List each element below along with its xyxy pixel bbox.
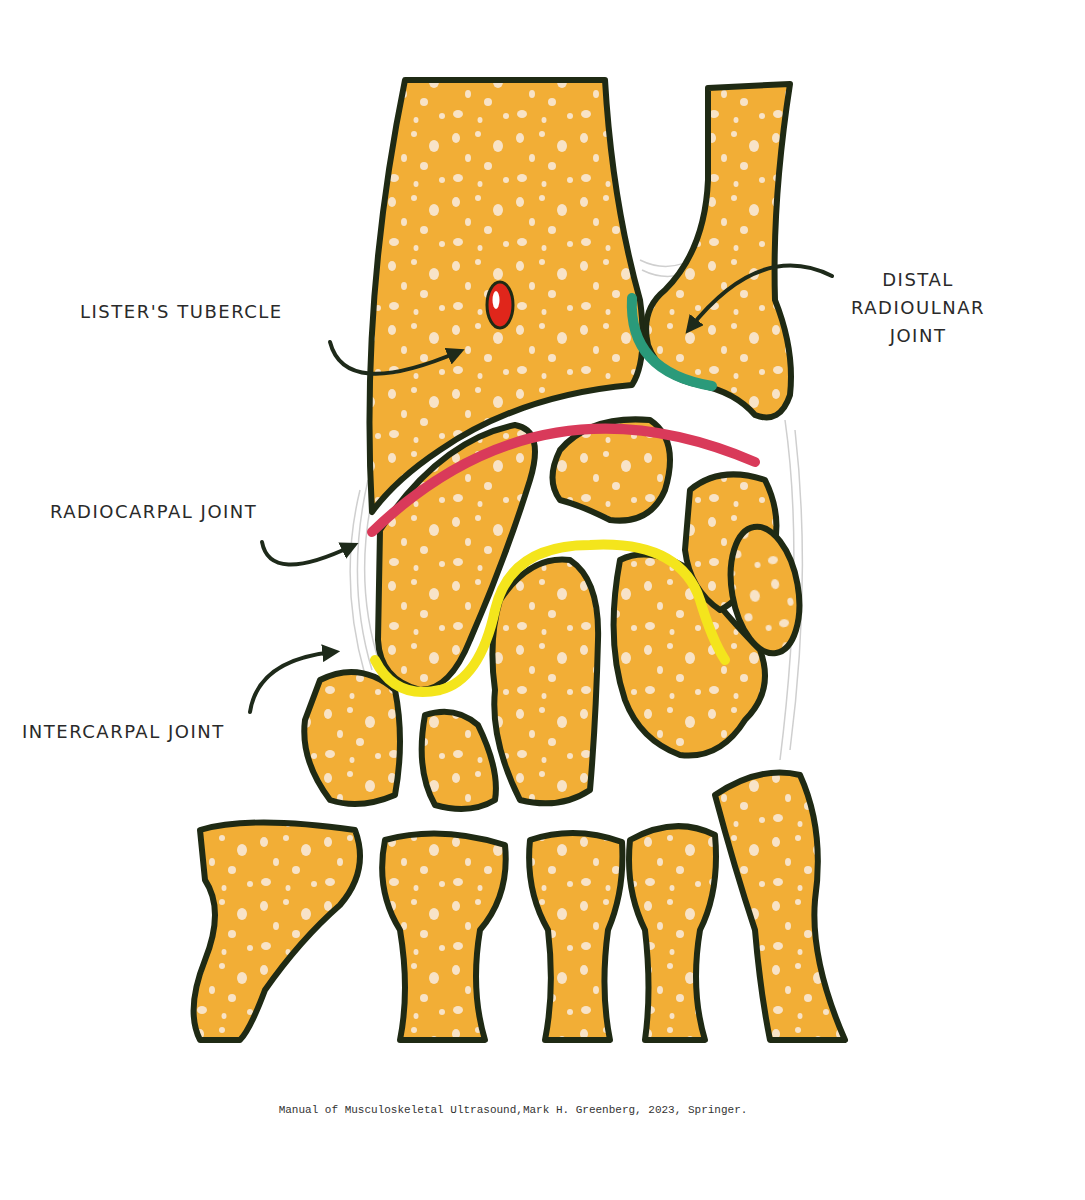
- caption: Manual of Musculoskeletal Ultrasound,Mar…: [279, 1104, 748, 1116]
- intercarpal-line: [375, 545, 725, 692]
- part-label: INTERCARPAL JOINT: [22, 718, 292, 746]
- leader-arrows: [250, 266, 832, 712]
- part-label: LISTER'S TUBERCLE: [80, 298, 350, 326]
- part-label: DISTAL RADIOULNAR JOINT: [838, 266, 998, 350]
- part-label: RADIOCARPAL JOINT: [50, 498, 320, 526]
- radioulnar-line: [632, 298, 712, 386]
- bones: [194, 80, 845, 1040]
- listers-tubercle: [487, 282, 513, 328]
- radiocarpal-line: [372, 429, 755, 532]
